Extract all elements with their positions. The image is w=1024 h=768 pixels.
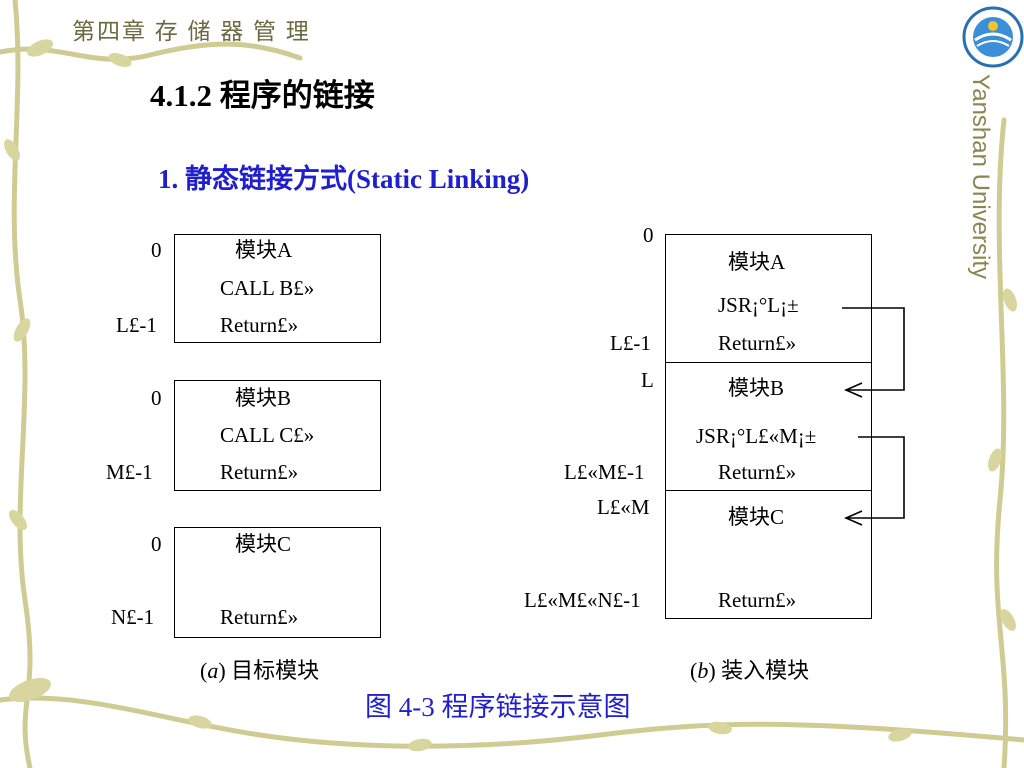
address-l-minus-1: L£-1 [610, 331, 651, 355]
module-c-box [174, 527, 381, 638]
university-name: Yanshan University [967, 74, 994, 279]
module-c-return: Return£» [220, 605, 299, 629]
university-seal-logo [962, 6, 1024, 68]
loaded-module-b-name: 模块B [728, 376, 785, 400]
section-title: 4.1.2 程序的链接 [150, 78, 375, 113]
module-a-end-address: L£-1 [116, 313, 157, 337]
loaded-module-c-name: 模块C [728, 505, 785, 529]
load-divider-ab [665, 362, 872, 363]
caption-b-text: 装入模块 [715, 658, 810, 683]
loaded-module-b-jsr: JSR¡°L£«M¡± [696, 424, 817, 448]
caption-a: (a) 目标模块 [200, 658, 320, 683]
module-c-name: 模块C [235, 532, 292, 556]
jsr-lm-arrow [846, 436, 905, 519]
module-b-start-address: 0 [151, 386, 162, 410]
caption-a-text: 目标模块 [225, 658, 320, 683]
jsr-l-arrowhead [844, 382, 863, 398]
module-a-return: Return£» [220, 313, 299, 337]
module-c-end-address: N£-1 [111, 605, 155, 629]
module-b-name: 模块B [235, 386, 292, 410]
loaded-module-b-return: Return£» [718, 460, 797, 484]
load-divider-bc [665, 490, 872, 491]
caption-a-letter: a [207, 658, 219, 683]
jsr-l-arrow [842, 307, 905, 391]
module-b-call-instruction: CALL C£» [220, 423, 315, 447]
chapter-header: 第四章 存 储 器 管 理 [72, 19, 311, 44]
address-l-plus-m-plus-n-minus-1: L£«M£«N£-1 [524, 588, 641, 612]
module-a-call-instruction: CALL B£» [220, 276, 315, 300]
loaded-module-a-jsr: JSR¡°L¡± [718, 293, 799, 317]
module-a-box [174, 234, 381, 343]
caption-b-letter: b [697, 658, 709, 683]
module-b-end-address: M£-1 [106, 460, 153, 484]
loaded-module-a-return: Return£» [718, 331, 797, 355]
figure-caption: 图 4-3 程序链接示意图 [365, 692, 631, 722]
address-l: L [641, 368, 654, 392]
jsr-lm-arrowhead [844, 510, 863, 526]
subsection-title: 1. 静态链接方式(Static Linking) [158, 164, 530, 194]
module-b-box [174, 380, 381, 491]
module-a-start-address: 0 [151, 238, 162, 262]
address-l-plus-m: L£«M [597, 495, 650, 519]
caption-b: (b) 装入模块 [690, 658, 810, 683]
module-b-return: Return£» [220, 460, 299, 484]
loaded-module-c-return: Return£» [718, 588, 797, 612]
address-zero: 0 [643, 223, 654, 247]
address-l-plus-m-minus-1: L£«M£-1 [564, 460, 645, 484]
load-module-box [665, 234, 872, 619]
loaded-module-a-name: 模块A [728, 250, 786, 274]
module-a-name: 模块A [235, 238, 293, 262]
module-c-start-address: 0 [151, 532, 162, 556]
